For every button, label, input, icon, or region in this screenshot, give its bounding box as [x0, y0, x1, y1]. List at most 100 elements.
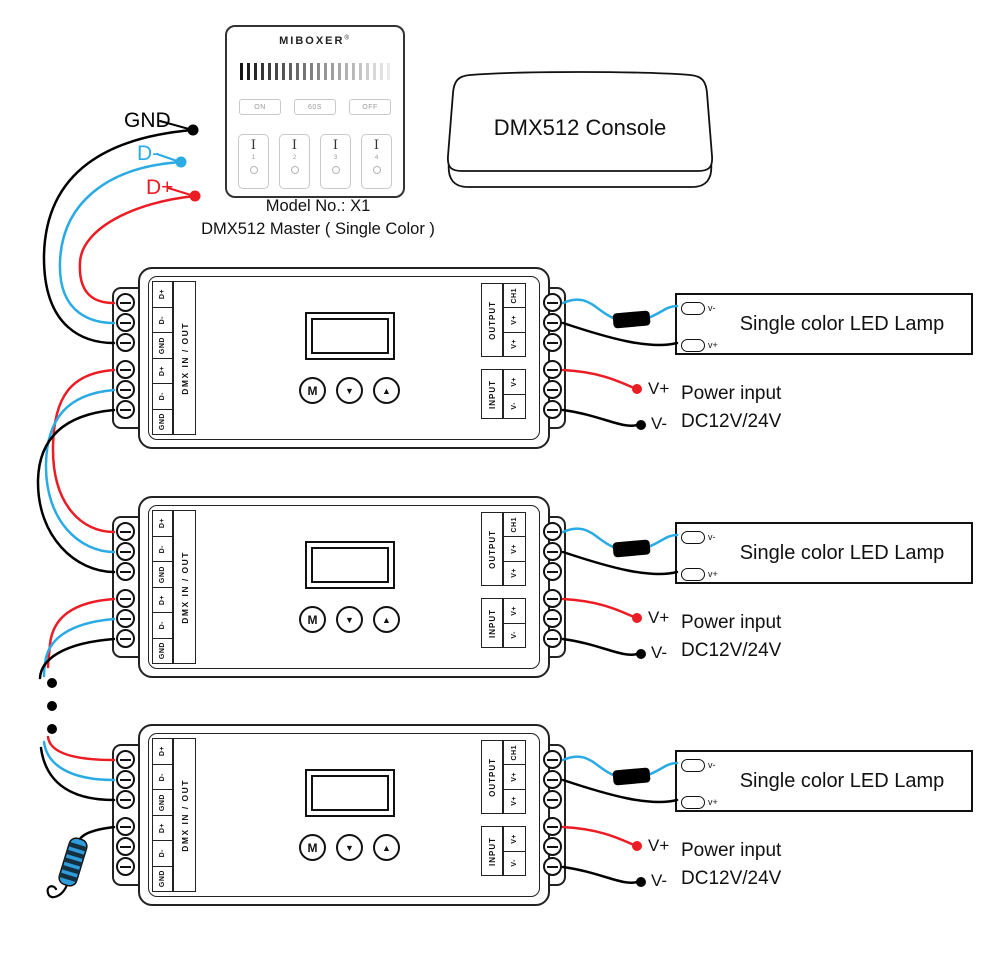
pin-label: V+	[504, 370, 525, 395]
d-plus-wire-label: D+	[146, 176, 174, 199]
menu-button[interactable]: M	[299, 377, 326, 404]
menu-button[interactable]: M	[299, 606, 326, 633]
zone-indicator	[249, 166, 258, 174]
power-neg-wire	[561, 637, 639, 656]
decoder-faceplate	[148, 276, 540, 440]
down-button[interactable]: ▼	[336, 377, 363, 404]
zone-button-2[interactable]: I 2	[279, 134, 310, 189]
continuation-dot	[47, 701, 57, 711]
power-neg-dot	[636, 649, 646, 659]
lamp-label: Single color LED Lamp	[739, 541, 945, 564]
down-button[interactable]: ▼	[336, 834, 363, 861]
zone-indicator	[372, 166, 381, 174]
dmx-decoder-unit-2: D+ D- GND D+ D- GND DMX IN / OUT M ▼ ▲ O…	[108, 496, 570, 678]
zone-button-4[interactable]: I 4	[361, 134, 392, 189]
pin-label: V-	[511, 631, 518, 640]
lamp-neg-wire	[561, 527, 679, 552]
power-pos-wire	[561, 597, 636, 619]
lamp-pos-wire	[561, 778, 679, 804]
dmx-terminal-label-strip: D+ D- GND D+ D- GND	[152, 281, 173, 435]
led-lamp-1: v- v+ Single color LED Lamp	[675, 293, 973, 355]
screw-terminal	[543, 522, 562, 541]
screw-terminal	[543, 380, 562, 399]
dimmer-slider[interactable]	[240, 63, 394, 80]
zone-number: 3	[333, 155, 338, 161]
screw-terminal	[116, 609, 135, 628]
screw-terminal	[543, 857, 562, 876]
zone-button-3[interactable]: I 3	[320, 134, 351, 189]
d-plus-wire	[46, 597, 116, 669]
lamp-pos-wire	[561, 321, 679, 347]
screw-terminal	[543, 562, 562, 581]
screw-terminal	[116, 750, 135, 769]
pin-label: V+	[504, 537, 525, 562]
screw-terminal	[116, 542, 135, 561]
lamp-pos-wire	[561, 550, 679, 576]
terminator-tail-curl	[46, 883, 69, 899]
power-pos-dot	[632, 384, 642, 394]
screw-terminal	[116, 837, 135, 856]
screw-terminal	[116, 333, 135, 352]
lamp-pos-label: v+	[708, 569, 718, 579]
screw-terminal	[543, 817, 562, 836]
up-button[interactable]: ▲	[373, 834, 400, 861]
lamp-connector-pos	[681, 568, 705, 581]
zone-number: 1	[251, 155, 256, 161]
terminal-label: GND	[159, 413, 166, 431]
lamp-neg-label: v-	[708, 303, 716, 313]
lcd-screen	[311, 775, 389, 811]
power-pos-label: V+	[648, 379, 670, 398]
gnd-wire	[36, 408, 116, 574]
power-pos-dot	[632, 613, 642, 623]
on-button[interactable]: ON	[239, 99, 281, 115]
terminal-label: D-	[153, 384, 172, 410]
menu-button[interactable]: M	[299, 834, 326, 861]
power-neg-wire	[561, 865, 639, 884]
gnd-node-dot	[187, 124, 199, 136]
power-pos-label: V+	[648, 836, 670, 855]
zone-number: 2	[292, 155, 297, 161]
inline-ferrite	[612, 539, 651, 558]
output-pin-labels: CH1 V+ V+	[503, 512, 526, 586]
input-label: INPUT	[481, 826, 503, 876]
zone-button-row: I 1 I 2 I 3 I 4	[227, 134, 403, 189]
up-button[interactable]: ▲	[373, 377, 400, 404]
lcd-screen	[311, 547, 389, 583]
terminal-label: GND	[153, 333, 172, 359]
mode-button-row: ON 60S OFF	[227, 99, 403, 115]
down-button[interactable]: ▼	[336, 606, 363, 633]
d-minus-wire	[42, 740, 116, 782]
pin-label: V-	[511, 402, 518, 411]
d-minus-wire-label: D-	[137, 142, 160, 165]
terminal-label: GND	[159, 642, 166, 660]
power-pos-dot	[632, 841, 642, 851]
60s-button[interactable]: 60S	[294, 99, 336, 115]
continuation-dot	[47, 724, 57, 734]
lcd-display	[305, 769, 395, 817]
terminal-label: D+	[153, 588, 172, 613]
decoder-faceplate	[148, 505, 540, 669]
terminal-label: D+	[153, 816, 172, 841]
screw-terminal	[116, 522, 135, 541]
decoder-faceplate	[148, 733, 540, 897]
console-front-lip	[447, 149, 713, 188]
lamp-pos-label: v+	[708, 797, 718, 807]
pin-label: V+	[504, 599, 525, 624]
pin-label: CH1	[504, 513, 525, 538]
dmx-terminal-label-strip: D+ D- GND D+ D- GND	[152, 738, 173, 892]
continuation-dot	[47, 678, 57, 688]
terminal-label: GND	[153, 562, 172, 588]
off-button[interactable]: OFF	[349, 99, 391, 115]
d-minus-wire	[42, 617, 116, 678]
up-button[interactable]: ▲	[373, 606, 400, 633]
terminal-label: D-	[153, 308, 172, 333]
output-pin-labels: CH1 V+ V+	[503, 283, 526, 357]
input-pin-labels: V+ V-	[503, 598, 526, 648]
screw-terminal	[543, 333, 562, 352]
pin-label: CH1	[504, 741, 525, 766]
screw-terminal	[543, 609, 562, 628]
terminal-label: GND	[153, 790, 172, 816]
lamp-neg-wire	[561, 755, 679, 780]
power-input-label: Power input	[681, 383, 782, 404]
zone-button-1[interactable]: I 1	[238, 134, 269, 189]
